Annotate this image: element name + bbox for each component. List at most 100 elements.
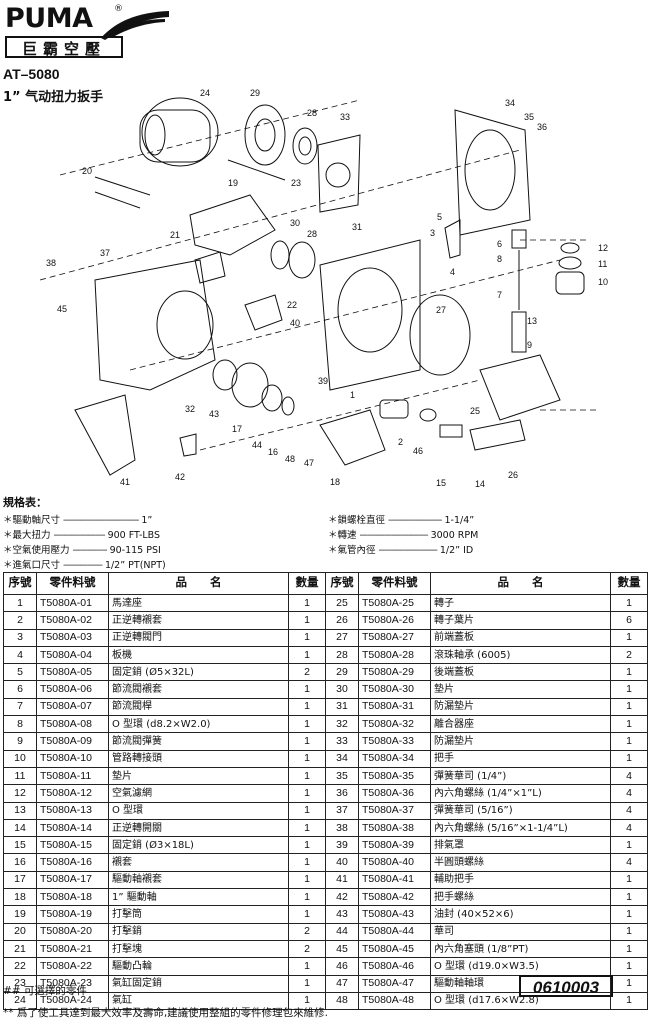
svg-text:47: 47: [304, 458, 314, 468]
spec-item: ＊最大扭力 --------------------- 900 FT-LBS: [3, 530, 161, 541]
cell-name: 轉子葉片: [430, 611, 611, 630]
cell-part: T5080A-26: [358, 611, 431, 630]
spec-item: ＊氣管內徑 ------------------------ 1/2” ID: [328, 545, 474, 556]
svg-text:2: 2: [398, 437, 403, 447]
cell-part: T5080A-32: [358, 715, 431, 734]
svg-text:29: 29: [250, 88, 260, 98]
cell-name: 前端蓋板: [430, 628, 611, 647]
svg-text:44: 44: [252, 440, 262, 450]
cell-no: 14: [3, 818, 37, 838]
cell-part: T5080A-45: [358, 939, 431, 959]
cell-part: T5080A-40: [358, 853, 431, 872]
header-qty: 數量: [288, 572, 326, 595]
cell-no: 17: [3, 870, 37, 890]
document-number: 0610003: [519, 975, 613, 997]
svg-text:34: 34: [505, 98, 515, 108]
cell-qty: 4: [610, 766, 648, 786]
cell-name: 打擊銷: [108, 922, 289, 941]
svg-text:16: 16: [268, 447, 278, 457]
cell-part: T5080A-11: [36, 766, 109, 786]
cell-name: 半圓頭螺絲: [430, 853, 611, 872]
cell-qty: 1: [288, 905, 326, 924]
cell-name: 華司: [430, 922, 611, 941]
cell-qty: 1: [288, 870, 326, 890]
svg-text:1: 1: [350, 390, 355, 400]
cell-qty: 1: [610, 974, 648, 993]
cell-part: T5080A-44: [358, 922, 431, 941]
cell-name: 防漏墊片: [430, 732, 611, 751]
cell-qty: 1: [288, 645, 326, 665]
cell-no: 8: [3, 715, 37, 734]
cell-no: 16: [3, 853, 37, 872]
cell-qty: 1: [610, 836, 648, 855]
cell-qty: 1: [610, 957, 648, 976]
cell-part: T5080A-43: [358, 905, 431, 924]
cell-part: T5080A-06: [36, 680, 109, 699]
cell-name: 油封 (40×52×6): [430, 905, 611, 924]
cell-no: 36: [325, 784, 359, 803]
cell-part: T5080A-30: [358, 680, 431, 699]
cell-part: T5080A-01: [36, 593, 109, 613]
svg-text:33: 33: [340, 112, 350, 122]
cell-name: 離合器座: [430, 715, 611, 734]
cell-part: T5080A-12: [36, 784, 109, 803]
cell-no: 27: [325, 628, 359, 647]
cell-no: 31: [325, 697, 359, 717]
svg-text:11: 11: [598, 259, 607, 269]
exploded-parts-diagram: 24 29 28 33 20 23 19 30 28 31 21 37 38 4…: [39, 88, 608, 489]
table-header-row: 序號 零件料號 品 名 數量 序號 零件料號 品 名 數量: [3, 572, 648, 595]
cell-part: T5080A-18: [36, 888, 109, 907]
cell-part: T5080A-08: [36, 715, 109, 734]
header-name: 品 名: [108, 572, 289, 595]
svg-text:37: 37: [100, 248, 110, 258]
cell-part: T5080A-34: [358, 749, 431, 768]
cell-name: 把手螺絲: [430, 888, 611, 907]
svg-text:26: 26: [508, 470, 518, 480]
cell-no: 1: [3, 593, 37, 613]
svg-text:20: 20: [82, 166, 92, 176]
cell-qty: 1: [288, 680, 326, 699]
cell-part: T5080A-16: [36, 853, 109, 872]
cell-part: T5080A-03: [36, 628, 109, 647]
cell-no: 22: [3, 957, 37, 976]
cell-part: T5080A-48: [358, 991, 431, 1011]
svg-text:42: 42: [175, 472, 185, 482]
cell-qty: 1: [610, 922, 648, 941]
cell-part: T5080A-27: [358, 628, 431, 647]
spec-item: ＊轉速 ---------------------------- 3000 RP…: [328, 530, 479, 541]
cell-part: T5080A-14: [36, 818, 109, 838]
cell-no: 28: [325, 645, 359, 665]
svg-text:46: 46: [413, 446, 423, 456]
cell-qty: 1: [610, 991, 648, 1011]
cell-qty: 4: [610, 818, 648, 838]
svg-text:5: 5: [437, 212, 442, 222]
cell-part: T5080A-41: [358, 870, 431, 890]
cell-part: T5080A-15: [36, 836, 109, 855]
svg-text:6: 6: [497, 239, 502, 249]
cell-part: T5080A-29: [358, 663, 431, 682]
cell-qty: 1: [288, 749, 326, 768]
cell-part: T5080A-24: [36, 991, 109, 1011]
part-24-cylinder: [139, 97, 219, 167]
repair-kit-note: ** 爲了使工具達到最大效率及壽命,建議使用整組的零件修理包來維修.: [3, 1007, 329, 1019]
cell-no: 20: [3, 922, 37, 941]
cell-qty: 1: [288, 732, 326, 751]
svg-text:28: 28: [307, 229, 317, 239]
svg-text:13: 13: [527, 316, 537, 326]
svg-text:17: 17: [232, 424, 242, 434]
cell-no: 2: [3, 611, 37, 630]
svg-text:38: 38: [46, 258, 56, 268]
cell-no: 13: [3, 801, 37, 820]
svg-text:21: 21: [170, 230, 180, 240]
header-no: 序號: [325, 572, 359, 595]
